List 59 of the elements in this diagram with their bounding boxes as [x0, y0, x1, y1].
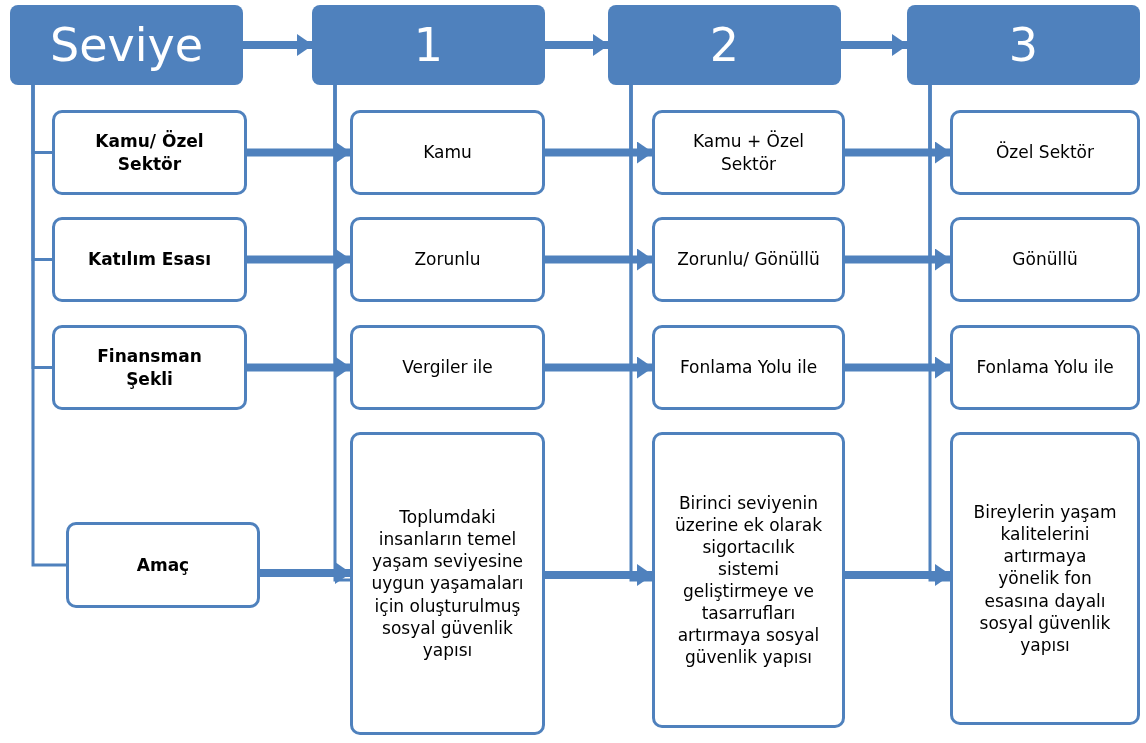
category-box: [52, 325, 247, 410]
connector-line: [928, 85, 950, 582]
header-box: [608, 5, 841, 85]
box-label: Kamu: [423, 141, 472, 164]
box-label: Bireylerin yaşam kalitelerini artırmaya yönelik fon esasına dayalı sosyal güvenlik yapısı: [972, 501, 1118, 656]
block-arrow: [845, 356, 951, 379]
block-arrow: [243, 34, 313, 56]
header-label: Seviye: [50, 18, 203, 72]
connector-line: [629, 85, 652, 582]
block-arrow: [545, 564, 653, 586]
box-label: Fonlama Yolu ile: [679, 356, 818, 379]
connector-line: [31, 85, 66, 567]
box-label: Toplumdaki insanların temel yaşam seviyesine uygun yaşamaları için oluşturulmuş sosyal güvenlik yapısı: [371, 506, 524, 661]
process-box: [350, 217, 545, 302]
box-label: Amaç: [136, 553, 190, 577]
block-arrow: [545, 34, 609, 56]
header-label: 3: [1008, 18, 1039, 72]
process-box: [950, 325, 1140, 410]
process-box: [652, 432, 845, 728]
header-label: 1: [413, 18, 444, 72]
block-arrow: [845, 248, 951, 271]
box-label: Birinci seviyenin üzerine ek olarak sigortacılık sistemi geliştirmeye ve tasarrufları artırmaya sosyal güvenlik yapısı: [674, 491, 823, 669]
category-box: [52, 110, 247, 195]
process-box: [950, 432, 1140, 725]
block-arrow: [545, 356, 653, 379]
process-box: [652, 217, 845, 302]
box-label: Finansman Şekli: [96, 345, 203, 390]
box-label: Özel Sektör: [995, 141, 1094, 164]
box-label: Kamu/ Özel Sektör: [94, 130, 205, 175]
header-box: [312, 5, 545, 85]
block-arrow: [545, 141, 653, 164]
process-box: [652, 325, 845, 410]
box-label: Kamu + Özel Sektör: [691, 130, 806, 175]
box-label: Vergiler ile: [402, 356, 493, 379]
process-box: [950, 110, 1140, 195]
process-box: [652, 110, 845, 195]
block-arrow: [841, 34, 908, 56]
block-arrow: [545, 248, 653, 271]
category-box: [66, 522, 260, 608]
block-arrow: [247, 356, 351, 379]
process-box: [950, 217, 1140, 302]
block-arrow: [260, 562, 351, 584]
box-label: Zorunlu: [414, 248, 481, 271]
box-label: Katılım Esası: [87, 248, 211, 271]
header-box: [907, 5, 1140, 85]
process-box: [350, 110, 545, 195]
process-box: [350, 432, 545, 735]
header-label: 2: [709, 18, 740, 72]
process-box: [350, 325, 545, 410]
block-arrow: [247, 141, 351, 164]
connector-line: [333, 85, 350, 582]
box-label: Zorunlu/ Gönüllü: [677, 248, 820, 271]
block-arrow: [845, 141, 951, 164]
category-box: [52, 217, 247, 302]
block-arrow: [247, 248, 351, 271]
box-label: Gönüllü: [1012, 248, 1078, 271]
header-box: [10, 5, 243, 85]
block-arrow: [845, 564, 951, 586]
box-label: Fonlama Yolu ile: [976, 356, 1114, 379]
